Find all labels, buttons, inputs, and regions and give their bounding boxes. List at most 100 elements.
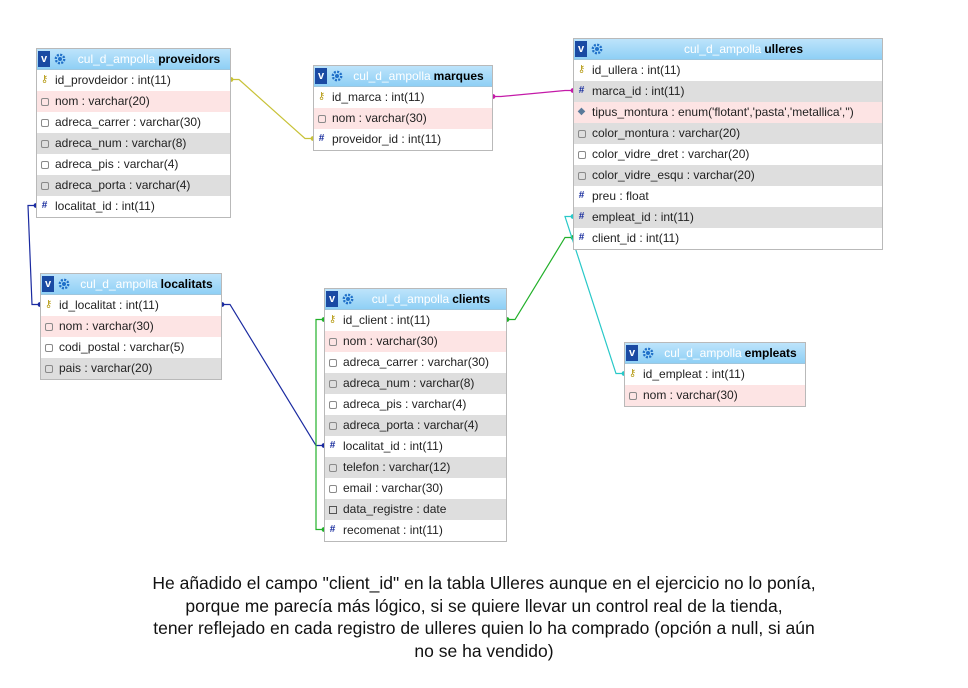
column-row[interactable]: ⚷id_localitat : int(11): [41, 295, 221, 316]
column-row[interactable]: #client_id : int(11): [574, 228, 882, 249]
column-row[interactable]: pais : varchar(20): [41, 358, 221, 379]
key-icon: ⚷: [40, 74, 49, 85]
text-field-icon: [329, 380, 337, 388]
gear-icon[interactable]: [331, 70, 343, 82]
column-label: id_marca : int(11): [332, 90, 425, 104]
column-label: nom : varchar(30): [643, 388, 738, 402]
column-label: tipus_montura : enum('flotant','pasta','…: [592, 105, 854, 119]
column-label: color_vidre_dret : varchar(20): [592, 147, 750, 161]
hash-icon: #: [578, 190, 585, 201]
column-label: localitat_id : int(11): [343, 439, 443, 453]
column-row[interactable]: email : varchar(30): [325, 478, 506, 499]
column-label: adreca_num : varchar(8): [55, 136, 187, 150]
text-field-icon: [329, 401, 337, 409]
column-row[interactable]: color_vidre_dret : varchar(20): [574, 144, 882, 165]
gear-icon[interactable]: [342, 293, 354, 305]
text-field-icon: [41, 161, 49, 169]
gear-icon[interactable]: [58, 278, 70, 290]
key-icon: ⚷: [628, 368, 637, 379]
column-label: id_empleat : int(11): [643, 367, 745, 381]
column-label: nom : varchar(30): [332, 111, 427, 125]
relation-line: [493, 89, 573, 98]
column-label: nom : varchar(30): [343, 334, 438, 348]
column-label: adreca_pis : varchar(4): [55, 157, 179, 171]
note-line: no se ha vendido): [414, 640, 554, 661]
gear-icon[interactable]: [54, 53, 66, 65]
column-row[interactable]: adreca_pis : varchar(4): [325, 394, 506, 415]
column-row[interactable]: adreca_num : varchar(8): [325, 373, 506, 394]
column-row[interactable]: adreca_num : varchar(8): [37, 133, 230, 154]
column-row[interactable]: #preu : float: [574, 186, 882, 207]
column-row[interactable]: nom : varchar(30): [314, 108, 492, 129]
column-row[interactable]: telefon : varchar(12): [325, 457, 506, 478]
text-field-icon: [578, 130, 586, 138]
column-label: adreca_pis : varchar(4): [343, 397, 467, 411]
column-row[interactable]: color_vidre_esqu : varchar(20): [574, 165, 882, 186]
collapse-toggle-icon[interactable]: v: [326, 291, 338, 307]
column-row[interactable]: adreca_pis : varchar(4): [37, 154, 230, 175]
gear-icon[interactable]: [591, 43, 603, 55]
column-label: adreca_carrer : varchar(30): [55, 115, 202, 129]
column-label: adreca_num : varchar(8): [343, 376, 475, 390]
column-row[interactable]: #recomenat : int(11): [325, 520, 506, 541]
column-row[interactable]: nom : varchar(30): [41, 316, 221, 337]
column-row[interactable]: ⚷ id_empleat : int(11): [625, 364, 805, 385]
collapse-toggle-icon[interactable]: v: [626, 345, 638, 361]
column-row[interactable]: ⚷id_ullera : int(11): [574, 60, 882, 81]
collapse-toggle-icon[interactable]: v: [42, 276, 54, 292]
column-row[interactable]: nom : varchar(20): [37, 91, 230, 112]
text-field-icon: [41, 182, 49, 190]
collapse-toggle-icon[interactable]: v: [575, 41, 587, 57]
column-row[interactable]: ⚷id_client : int(11): [325, 310, 506, 331]
column-label: id_ullera : int(11): [592, 63, 681, 77]
table-name: ulleres: [764, 42, 804, 56]
column-row[interactable]: ◆tipus_montura : enum('flotant','pasta',…: [574, 102, 882, 123]
column-row[interactable]: # localitat_id : int(11): [325, 436, 506, 457]
column-row[interactable]: ⚷ id_provdeidor : int(11): [37, 70, 230, 91]
column-row[interactable]: nom : varchar(30): [625, 385, 805, 406]
key-icon: ⚷: [317, 91, 326, 102]
column-row[interactable]: adreca_porta : varchar(4): [325, 415, 506, 436]
column-row[interactable]: adreca_carrer : varchar(30): [37, 112, 230, 133]
column-row[interactable]: nom : varchar(30): [325, 331, 506, 352]
column-label: adreca_porta : varchar(4): [343, 418, 479, 432]
text-field-icon: [329, 485, 337, 493]
relation-line: [222, 303, 324, 447]
column-row[interactable]: codi_postal : varchar(5): [41, 337, 221, 358]
gear-icon[interactable]: [642, 347, 654, 359]
column-row[interactable]: color_montura : varchar(20): [574, 123, 882, 144]
collapse-toggle-icon[interactable]: v: [38, 51, 50, 67]
relation-line: [27, 204, 40, 306]
column-row[interactable]: data_registre : date: [325, 499, 506, 520]
collapse-toggle-icon[interactable]: v: [315, 68, 327, 84]
column-row[interactable]: #marca_id : int(11): [574, 81, 882, 102]
column-label: id_provdeidor : int(11): [55, 73, 171, 87]
text-field-icon: [45, 365, 53, 373]
column-row[interactable]: adreca_porta : varchar(4): [37, 175, 230, 196]
database-name: cul_d_ampolla: [80, 277, 158, 291]
column-label: color_montura : varchar(20): [592, 126, 741, 140]
hash-icon: #: [329, 440, 336, 451]
text-field-icon: [45, 344, 53, 352]
column-label: email : varchar(30): [343, 481, 444, 495]
column-row[interactable]: #localitat_id : int(11): [37, 196, 230, 217]
column-row[interactable]: #empleat_id : int(11): [574, 207, 882, 228]
column-row[interactable]: #proveidor_id : int(11): [314, 129, 492, 150]
column-row[interactable]: adreca_carrer : varchar(30): [325, 352, 506, 373]
text-field-icon: [329, 422, 337, 430]
column-row[interactable]: ⚷ id_marca : int(11): [314, 87, 492, 108]
